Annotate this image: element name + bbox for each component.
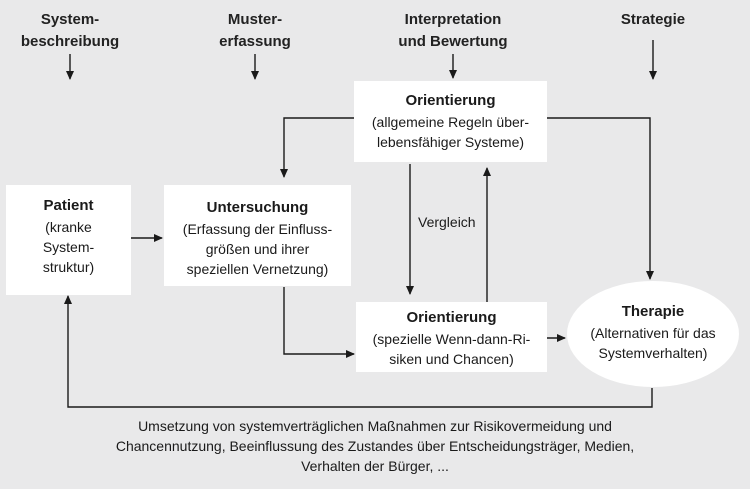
vergleich-label: Vergleich	[418, 214, 476, 230]
header-strategie: Strategie	[620, 11, 686, 28]
ellipse-therapie: Therapie (Alternativen für das Systemver…	[567, 281, 739, 387]
header-interpretation: Interpretation und Bewertung	[398, 11, 508, 50]
patient-text: (kranke System- struktur)	[42, 219, 95, 275]
header-systembeschreibung: System- beschreibung	[20, 11, 120, 50]
box-orientierung-speziell: Orientierung (spezielle Wenn-dann-Ri- si…	[356, 302, 547, 372]
arrow-therapie-to-patient	[64, 295, 653, 408]
orientierung-top-text: (allgemeine Regeln über- lebensfähiger S…	[371, 114, 530, 150]
box-patient: Patient (kranke System- struktur)	[6, 185, 131, 295]
orientierung-top-title: Orientierung	[405, 92, 496, 109]
footer-text: Umsetzung von systemverträglichen Maßnah…	[115, 418, 635, 474]
arrow-orient-to-therapie	[547, 117, 654, 280]
box-orientierung-allgemein: Orientierung (allgemeine Regeln über- le…	[354, 81, 547, 162]
untersuchung-text: (Erfassung der Einfluss- größen und ihre…	[182, 221, 333, 277]
box-untersuchung: Untersuchung (Erfassung der Einfluss- gr…	[164, 185, 351, 286]
orientierung-bottom-text: (spezielle Wenn-dann-Ri- siken und Chanc…	[372, 331, 531, 367]
orientierung-bottom-title: Orientierung	[406, 309, 497, 326]
arrow-orient-to-untersuchung	[280, 117, 354, 178]
header-mustererfassung: Muster- erfassung	[219, 11, 291, 50]
therapie-title: Therapie	[621, 303, 685, 320]
patient-title: Patient	[43, 197, 94, 214]
untersuchung-title: Untersuchung	[206, 199, 309, 216]
arrow-untersuchung-to-orient	[283, 287, 355, 358]
therapie-text: (Alternativen für das Systemverhalten)	[590, 325, 716, 361]
